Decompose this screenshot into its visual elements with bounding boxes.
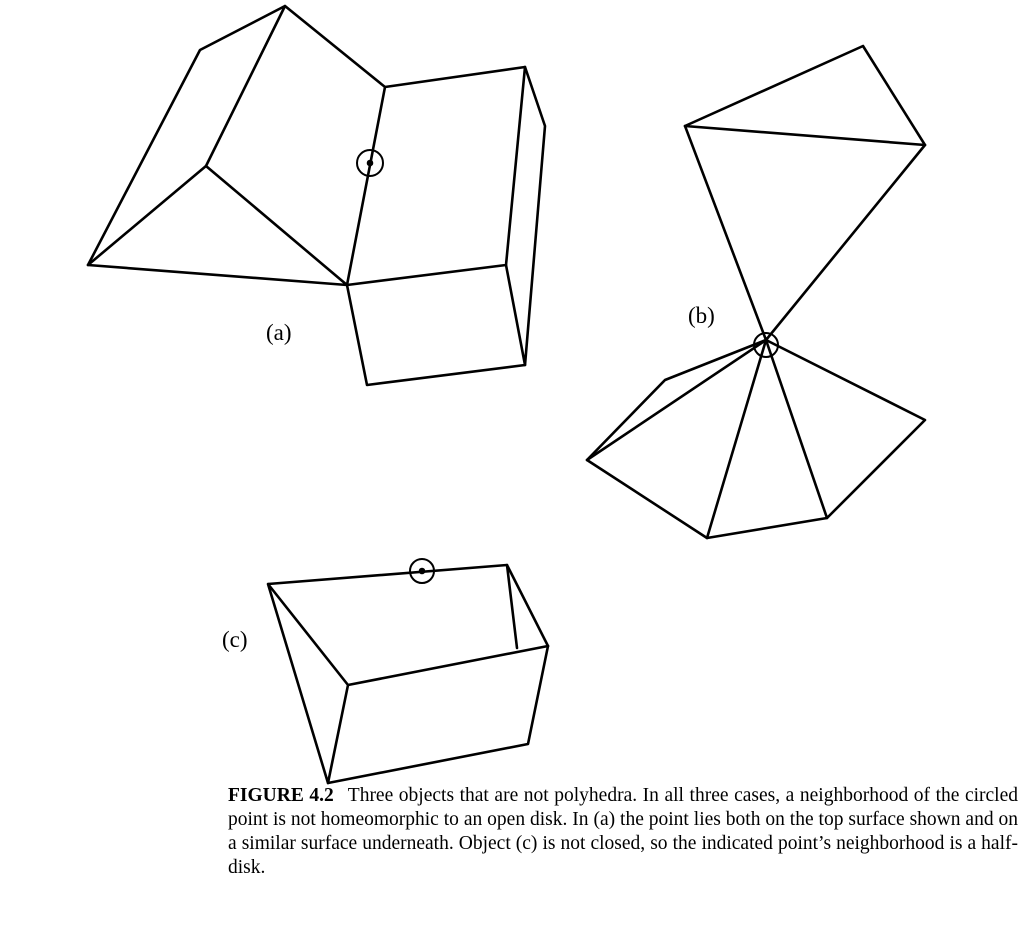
circled-point-a — [356, 149, 384, 177]
label-a: (a) — [266, 320, 292, 345]
caption-text: Three objects that are not polyhedra. In… — [228, 785, 1018, 878]
figure-number: FIGURE 4.2 — [228, 785, 334, 806]
label-b: (b) — [688, 303, 715, 328]
circled-point-b — [753, 332, 779, 358]
object-b — [585, 44, 927, 540]
object-a — [86, 4, 547, 387]
object-c — [266, 558, 550, 785]
circled-point-c — [409, 558, 435, 584]
label-c: (c) — [222, 627, 248, 652]
